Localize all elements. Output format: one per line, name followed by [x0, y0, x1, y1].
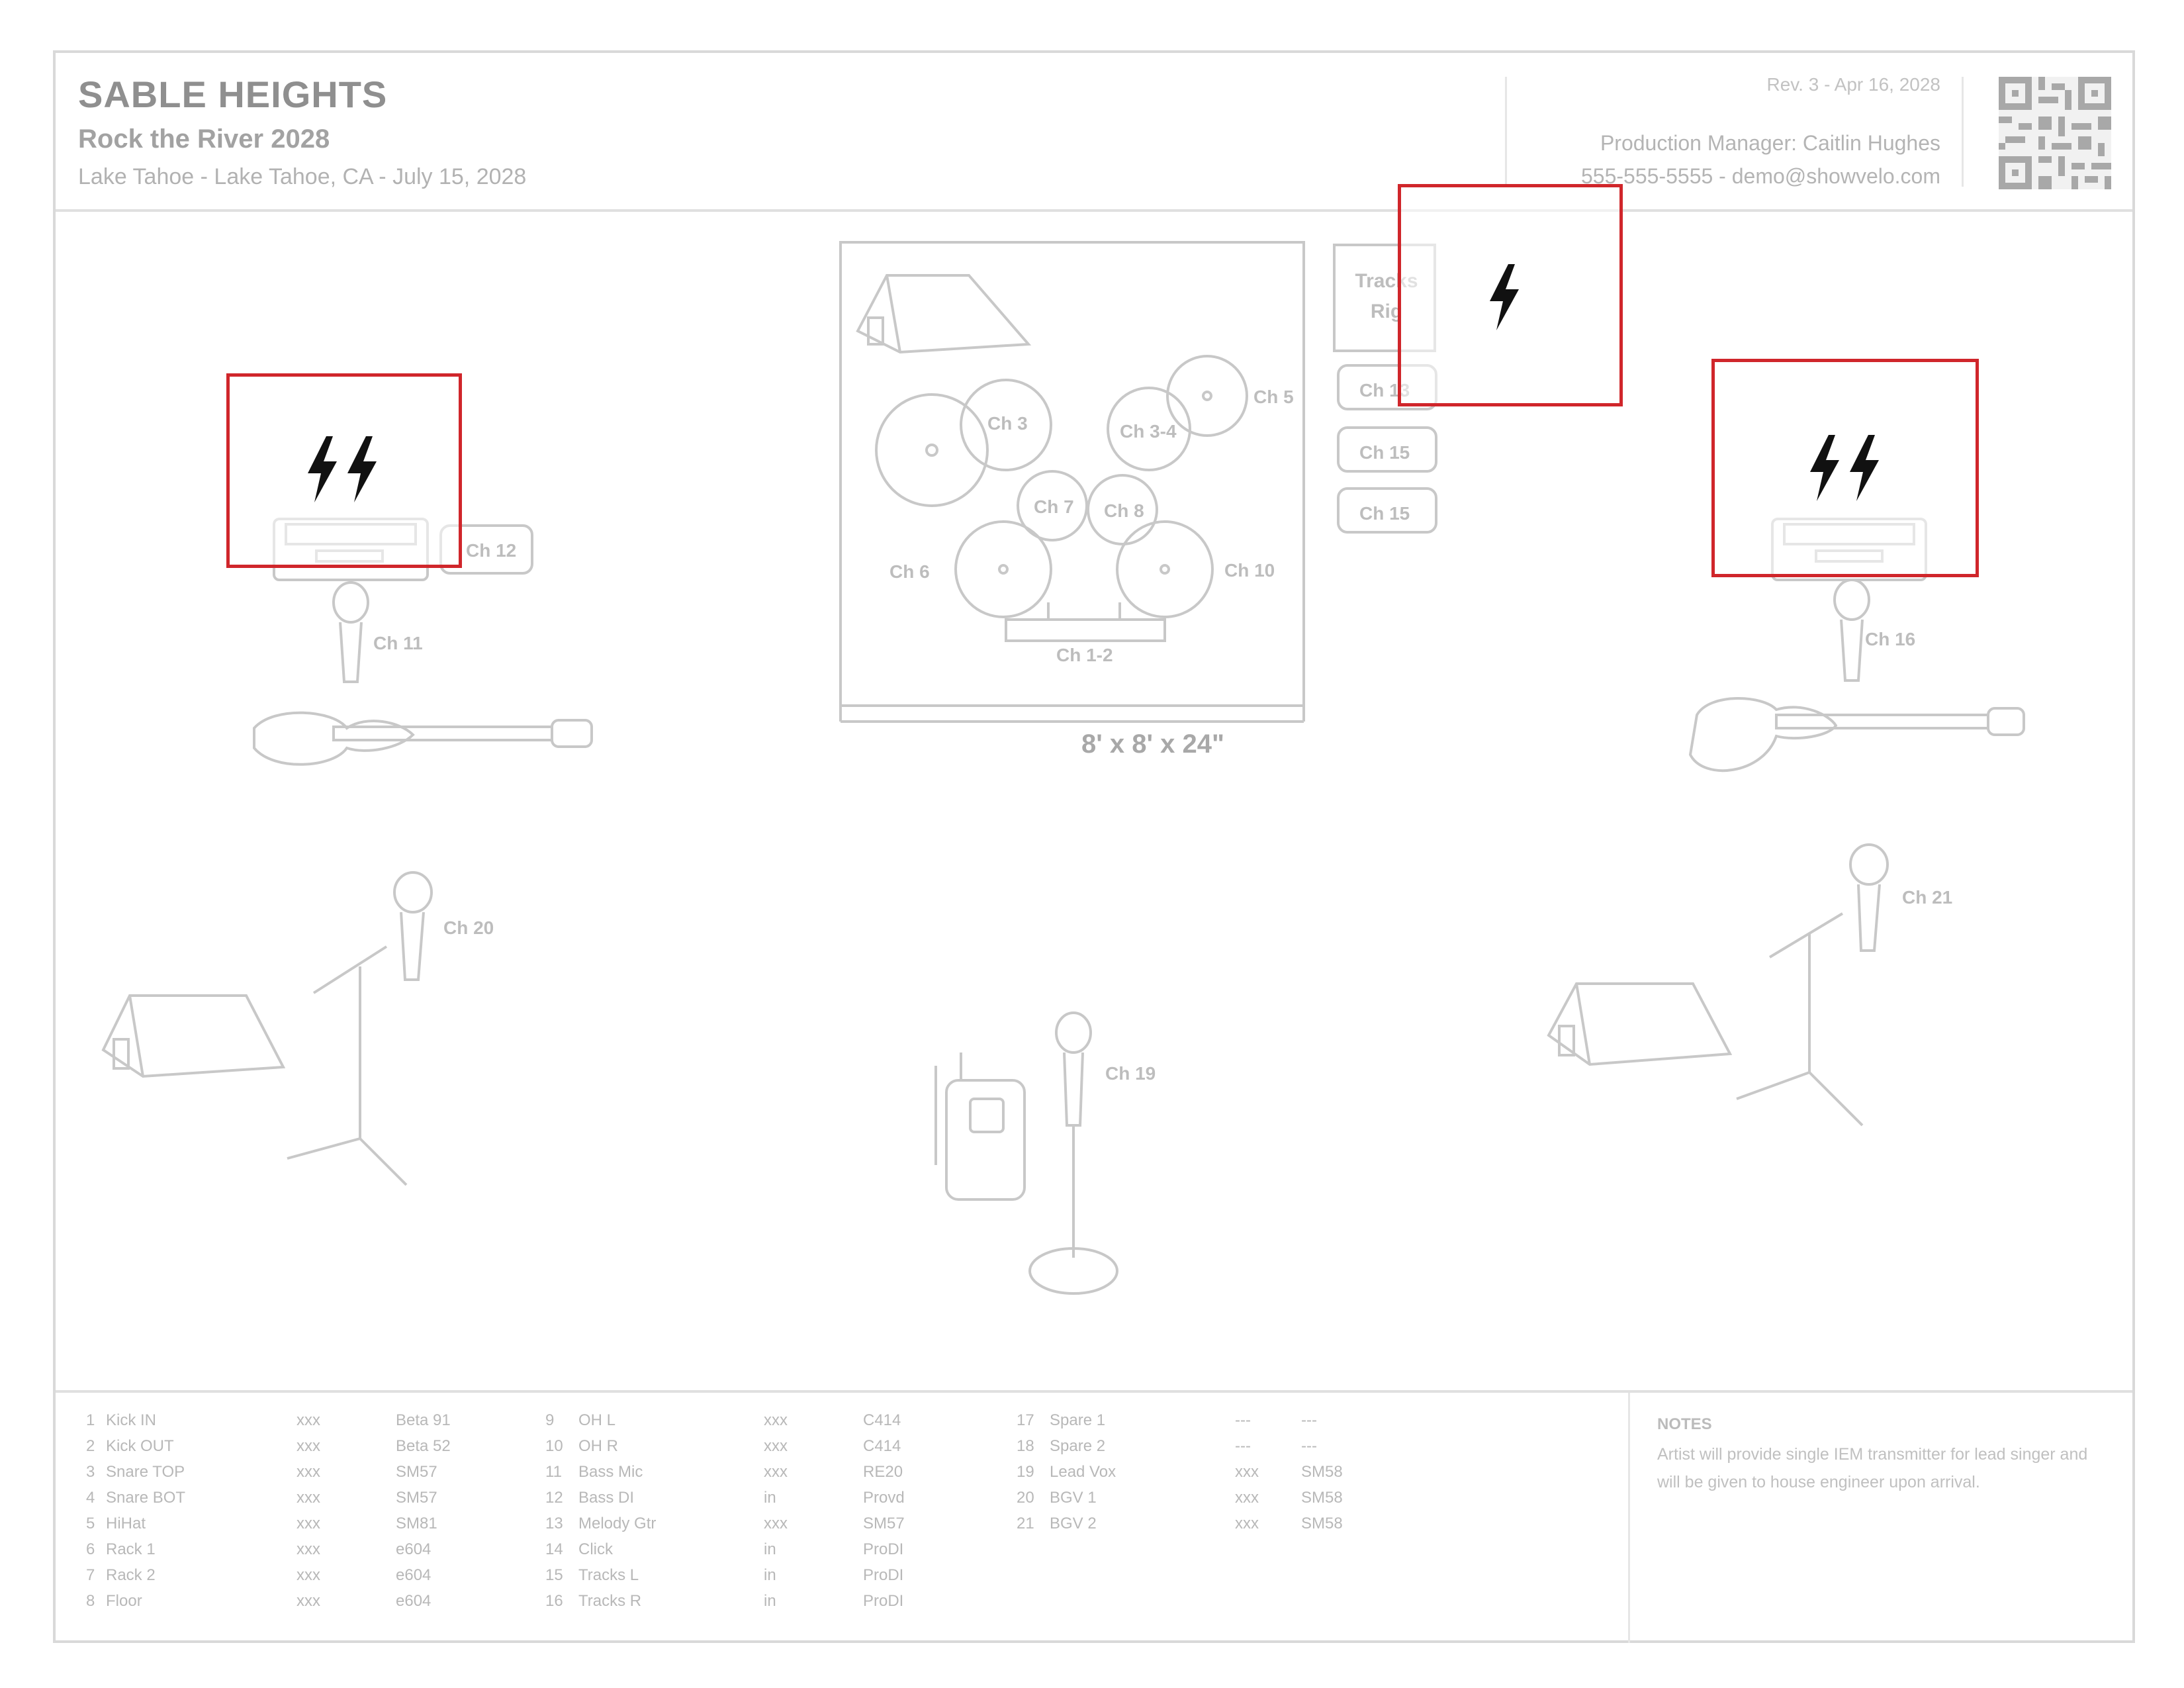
- production-manager: Production Manager: Caitlin Hughes: [1600, 131, 1940, 155]
- revision-date: Rev. 3 - Apr 16, 2028: [1766, 74, 1940, 95]
- drum-riser: [839, 241, 1305, 723]
- label-bass-mic: Ch 11: [373, 633, 423, 653]
- vocal-mic-stand-right: [1736, 843, 1889, 1127]
- header-divider: [1962, 77, 1964, 187]
- contact-info: 555-555-5555 - demo@showvelo.com: [1581, 164, 1940, 188]
- bass-guitar: [253, 711, 593, 766]
- drum-riser-size: 8' x 8' x 24": [1081, 729, 1224, 759]
- band-name: SABLE HEIGHTS: [78, 73, 388, 115]
- label-ride: Ch 5: [1253, 387, 1294, 407]
- stage-diagram: [101, 241, 2025, 1295]
- header: SABLE HEIGHTS Rock the River 2028 Lake T…: [56, 53, 2132, 212]
- double-power-bolt-icon: [308, 436, 377, 502]
- label-track-2: Ch 15: [1359, 442, 1410, 463]
- electric-guitar: [1688, 697, 2025, 773]
- label-tom-2: Ch 8: [1104, 500, 1144, 521]
- event-venue-date: Lake Tahoe - Lake Tahoe, CA - July 15, 2…: [78, 164, 527, 189]
- floor-wedge-right: [1547, 982, 1733, 1066]
- iem-beltpack: [934, 1053, 1026, 1201]
- bass-di-mic: [332, 581, 369, 683]
- notes-divider: [1628, 1393, 1630, 1643]
- label-hihat: Ch 3-4: [1120, 421, 1177, 442]
- label-vocal-center: Ch 19: [1105, 1063, 1156, 1084]
- guitar-amp-mic: [1833, 579, 1870, 682]
- qr-code-icon: [1999, 77, 2111, 189]
- label-track-3: Ch 15: [1359, 503, 1410, 524]
- stage-plot-sheet: [53, 50, 2135, 1643]
- vocal-mic-stand-left: [287, 871, 433, 1186]
- double-power-bolt-icon: [1810, 435, 1879, 501]
- label-snare: Ch 3: [987, 413, 1028, 434]
- notes-text: Artist will provide single IEM transmitt…: [1657, 1445, 2088, 1491]
- label-guitar-mic: Ch 16: [1865, 629, 1916, 649]
- lead-vocal-mic: [1028, 1011, 1118, 1295]
- drum-wedge-monitor: [856, 274, 1032, 354]
- label-bass-amp: Ch 12: [466, 540, 517, 561]
- label-tom-1: Ch 7: [1034, 496, 1074, 517]
- drum-kit: [875, 355, 1248, 642]
- event-name: Rock the River 2028: [78, 124, 330, 154]
- label-vocal-left: Ch 20: [443, 917, 494, 938]
- power-bolt-icon: [1490, 264, 1519, 330]
- label-floor-tom-left: Ch 6: [889, 561, 930, 582]
- label-vocal-right: Ch 21: [1902, 887, 1953, 908]
- floor-wedge-left: [101, 994, 286, 1078]
- power-drop-left-highlight[interactable]: [226, 373, 462, 568]
- label-kick: Ch 1-2: [1056, 645, 1113, 665]
- header-divider: [1505, 77, 1507, 187]
- power-drop-right-highlight[interactable]: [1711, 359, 1979, 577]
- power-drop-center-highlight[interactable]: [1398, 184, 1623, 406]
- notes-title: NOTES: [1657, 1415, 1712, 1433]
- label-floor-tom-right: Ch 10: [1224, 560, 1275, 581]
- tracks-rig: [1333, 244, 1437, 534]
